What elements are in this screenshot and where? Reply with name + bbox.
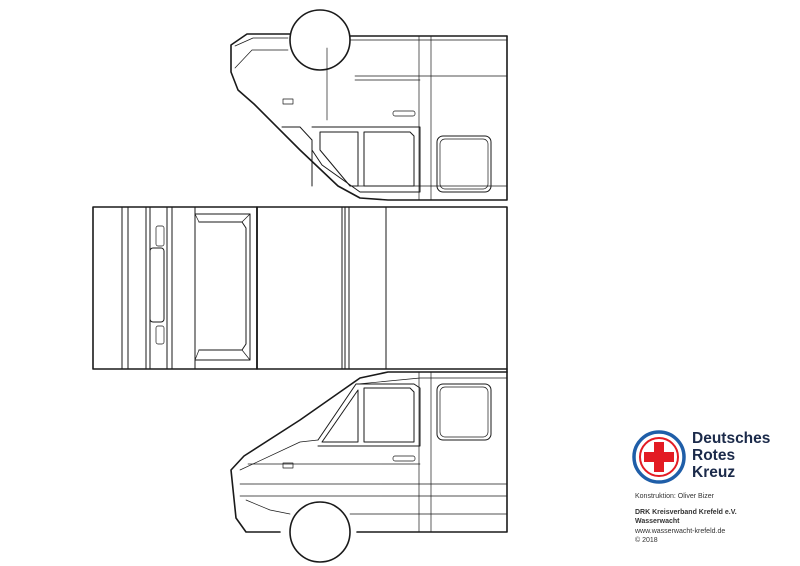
org-unit: Wasserwacht bbox=[635, 518, 680, 525]
design-credit: Konstruktion: Oliver Bizer bbox=[635, 493, 714, 500]
website-link[interactable]: www.wasserwacht-krefeld.de bbox=[635, 527, 726, 535]
logo-line-2: Rotes bbox=[692, 447, 736, 464]
org-name: DRK Kreisverband Krefeld e.V. bbox=[635, 508, 737, 516]
van-roof-panel bbox=[256, 206, 508, 370]
logo-line-3: Kreuz bbox=[692, 464, 736, 481]
van-side-panel-bottom bbox=[230, 368, 508, 563]
copyright: © 2018 bbox=[635, 537, 658, 544]
van-back-panel bbox=[92, 206, 258, 370]
credits-block: Konstruktion: Oliver Bizer DRK Kreisverb… bbox=[635, 492, 737, 546]
logo-line-1: Deutsches bbox=[692, 430, 771, 447]
logo-wordmark: Deutsches Rotes Kreuz bbox=[692, 430, 770, 481]
van-side-panel-top bbox=[230, 9, 508, 201]
red-cross-emblem-icon bbox=[632, 430, 686, 484]
drk-logo: Deutsches Rotes Kreuz bbox=[628, 428, 788, 492]
